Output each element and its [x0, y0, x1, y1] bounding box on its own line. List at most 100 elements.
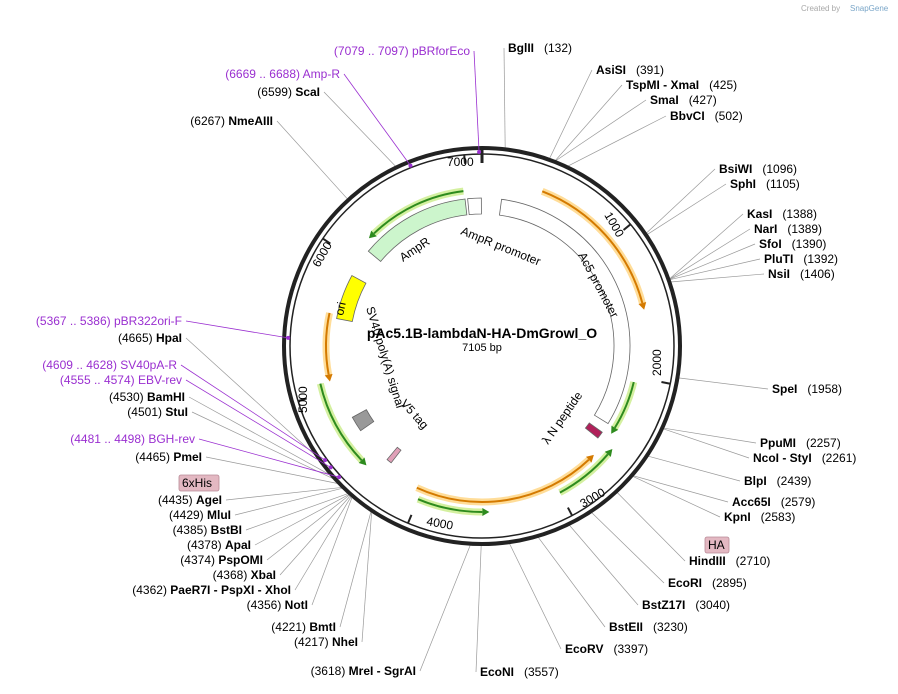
enzyme-leader-line: [234, 487, 343, 516]
ha-tag-label: HA: [704, 536, 730, 554]
enzyme-leader-line: [568, 524, 639, 606]
arc-arrowhead: [611, 425, 619, 434]
enzyme-leader-line: [591, 512, 665, 584]
arc-line: [541, 190, 644, 304]
primer-site-mark: [328, 465, 333, 470]
feature-misc: [584, 422, 603, 439]
enzyme-label: (4530) BamHI: [109, 390, 185, 404]
enzyme-label: (4362) PaeR7I - PspXI - XhoI: [132, 583, 291, 597]
arc-line: [373, 190, 464, 235]
primer-label: (6669 .. 6688) Amp-R: [225, 67, 340, 81]
enzyme-leader-line: [503, 47, 506, 149]
arc-line: [417, 498, 483, 514]
enzyme-leader-line: [555, 99, 647, 162]
enzyme-leader-line: [632, 475, 721, 518]
enzyme-leader-line: [647, 455, 741, 482]
enzyme-label: (4378) ApaI: [187, 538, 251, 552]
arc-highlight: [415, 457, 592, 506]
enzyme-label: (4665) HpaI: [118, 331, 182, 345]
enzyme-label: NarI(1389): [754, 222, 822, 236]
his-tag-label: 6xHis: [178, 474, 220, 492]
primer-labels: (7079 .. 7097) pBRforEco (6669 .. 6688) A…: [36, 44, 482, 480]
enzyme-label: NsiI(1406): [768, 267, 835, 281]
creator-credit: Created by: [801, 4, 840, 13]
arc-arrowhead: [324, 373, 333, 382]
enzyme-label: (4429) MluI: [169, 508, 231, 522]
enzyme-leader-line: [616, 492, 686, 562]
arc-line: [319, 383, 363, 461]
enzyme-label: EcoNI(3557): [480, 665, 559, 679]
enzyme-leader-line: [632, 475, 729, 503]
enzyme-leader-line: [549, 69, 593, 159]
enzyme-leader-line: [294, 495, 352, 591]
enzyme-label: HindIII(2710): [689, 554, 770, 568]
enzyme-leader-line: [669, 258, 761, 281]
enzyme-leader-line: [191, 411, 335, 480]
feature-arrows: [336, 197, 631, 464]
feature-cds: [367, 198, 468, 263]
plasmid-size: 7105 bp: [462, 342, 502, 354]
enzyme-label: BsiWI(1096): [719, 162, 797, 176]
enzyme-leader-line: [323, 91, 397, 167]
enzyme-label: (4385) BstBI: [173, 523, 242, 537]
enzyme-label: BbvCI(502): [670, 109, 743, 123]
tick-mark: [661, 380, 671, 385]
enzyme-leader-line: [339, 511, 372, 628]
arc-line: [416, 458, 590, 503]
arc-line: [325, 312, 331, 375]
enzyme-leader-line: [419, 544, 471, 672]
enzyme-leader-line: [266, 494, 351, 561]
enzyme-leader-line: [205, 456, 339, 484]
enzyme-leader-line: [646, 183, 727, 235]
enzyme-leader-line: [669, 228, 751, 280]
enzyme-label: (4465) PmeI: [135, 450, 202, 464]
primer-site-mark: [337, 475, 342, 480]
enzyme-leader-line: [537, 536, 606, 628]
enzyme-leader-line: [508, 542, 562, 650]
primer-leader-line: [198, 438, 340, 478]
enzyme-label: EcoRV(3397): [565, 642, 648, 656]
enzyme-label: SphI(1105): [730, 177, 800, 191]
enzyme-label: BstZ17I(3040): [642, 598, 730, 612]
enzyme-label: KasI(1388): [747, 207, 817, 221]
feature-label-ampr-promoter: AmpR promoter: [459, 224, 543, 269]
svg-text:HA: HA: [708, 538, 725, 552]
arc-line: [614, 381, 635, 429]
feature-misc: [351, 409, 375, 432]
arc-line: [559, 453, 609, 494]
enzyme-label: AsiSI(391): [596, 63, 664, 77]
tick-mark: [407, 514, 413, 524]
enzyme-label: SmaI(427): [650, 93, 717, 107]
enzyme-leader-line: [245, 493, 349, 531]
primer-leader-line: [343, 73, 411, 166]
enzyme-label: Acc65I(2579): [732, 495, 815, 509]
enzyme-label: (6267) NmeAIII: [190, 114, 273, 128]
plasmid-name: pAc5.1B-lambdaN-HA-DmGrowl_O: [367, 325, 597, 341]
snapgene-brand: SnapGene: [850, 4, 889, 13]
enzyme-label: EcoRI(2895): [668, 576, 747, 590]
enzyme-label: SpeI(1958): [772, 382, 842, 396]
primer-label: (4609 .. 4628) SV40pA-R: [42, 358, 177, 372]
primer-leader-line: [185, 320, 289, 339]
primer-leader-line: [185, 379, 331, 468]
enzyme-label: (4217) NheI: [294, 635, 358, 649]
primer-label: (7079 .. 7097) pBRforEco: [334, 44, 470, 58]
enzyme-leader-line: [670, 273, 765, 283]
primer-site-mark: [477, 150, 482, 155]
feature-promoter: [467, 197, 482, 216]
enzyme-leader-line: [475, 544, 482, 673]
feature-label-ori: ori: [332, 301, 348, 317]
enzyme-label: (6599) ScaI: [257, 85, 320, 99]
enzyme-labels: BglII(132)AsiSI(391)TspMI - XmaI(425)Sma…: [109, 41, 856, 679]
arc-arrowhead: [368, 230, 377, 239]
enzyme-label: (4356) NotI: [247, 598, 308, 612]
enzyme-leader-line: [663, 427, 757, 444]
enzyme-leader-line: [225, 487, 343, 501]
enzyme-label: TspMI - XmaI(425): [626, 78, 737, 92]
arc-arrowhead: [586, 454, 594, 463]
tick-mark: [322, 237, 331, 245]
enzyme-label: (3618) MreI - SgrAI: [311, 664, 416, 678]
enzyme-leader-line: [678, 377, 769, 390]
enzyme-leader-line: [185, 337, 317, 457]
